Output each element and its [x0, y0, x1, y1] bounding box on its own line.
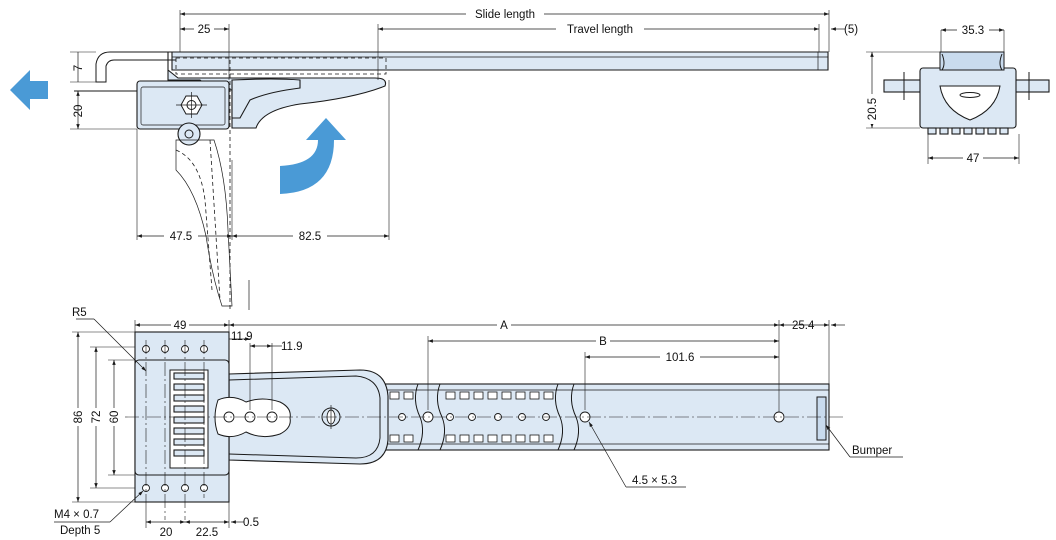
slide-length-label: Slide length [475, 9, 535, 21]
dim-82-5-label: 82.5 [299, 231, 321, 243]
dim-7-label: 7 [73, 65, 85, 71]
dim-72-label: 72 [91, 411, 103, 424]
wire-handle [95, 51, 176, 83]
dim-A-label: A [500, 320, 508, 332]
slot-spec-label: 4.5 × 5.3 [632, 475, 677, 487]
dim-60-label: 60 [109, 411, 121, 424]
bumper-label: Bumper [852, 445, 892, 457]
dim-86-label: 86 [73, 411, 85, 424]
dim-B-label: B [599, 336, 607, 348]
dim-47-label: 47 [967, 153, 980, 165]
rotate-direction-arrow [280, 118, 346, 194]
dim-49-label: 49 [174, 320, 187, 332]
lever-open-outline [175, 139, 233, 307]
roller [177, 122, 201, 146]
bumper [816, 396, 827, 441]
dim-47-5-label: 47.5 [170, 231, 192, 243]
dim-11-9-a-label: 11.9 [231, 331, 253, 343]
end-view: 35.3 20.5 47 [865, 23, 1050, 165]
travel-length-label: Travel length [567, 24, 633, 36]
thread-spec-label: M4 × 0.7 [54, 509, 99, 521]
side-view [10, 51, 829, 310]
dim-20-side-label: 20 [73, 105, 85, 118]
retainer-slots [389, 391, 554, 443]
dim-35-3-label: 35.3 [962, 25, 984, 37]
dim-22-5-label: 22.5 [196, 527, 218, 539]
dim-20-plan-label: 20 [160, 527, 173, 539]
end-view-teeth [927, 127, 1009, 135]
dim-25-label: 25 [198, 24, 211, 36]
dim-20-5-label: 20.5 [867, 98, 879, 120]
dim-0-5-label: 0.5 [243, 517, 259, 529]
plan-view [125, 331, 845, 520]
dim-25-4-label: 25.4 [792, 320, 815, 332]
side-view-dimensions: Slide length Travel length (5) 25 7 20 4… [70, 6, 858, 243]
dim-101-6-label: 101.6 [666, 352, 695, 364]
grille [173, 372, 205, 457]
plan-view-dimensions: 49 A 25.4 11.9 11.9 B 101.6 86 [54, 307, 903, 539]
r5-label: R5 [72, 307, 87, 319]
side-rail [171, 51, 829, 71]
thread-depth-label: Depth 5 [60, 525, 100, 537]
end-gap-label: (5) [844, 24, 858, 36]
dim-11-9-b-label: 11.9 [281, 341, 303, 353]
pull-direction-arrow [10, 70, 48, 110]
